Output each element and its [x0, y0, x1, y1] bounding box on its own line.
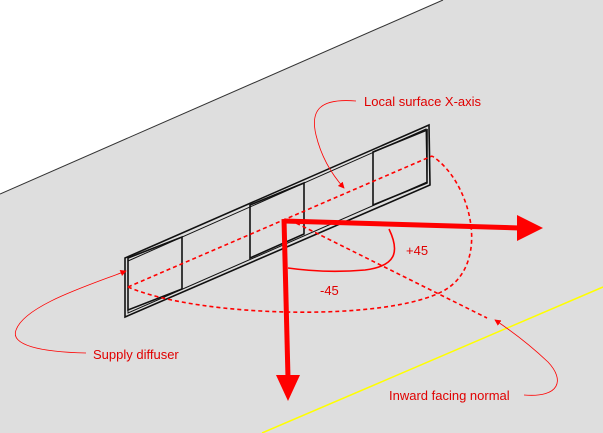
inward-normal-line [289, 219, 488, 319]
angle-arc [287, 228, 396, 273]
local-x-axis-line [127, 155, 433, 288]
x-axis-label: Local surface X-axis [364, 94, 482, 109]
supply-diffuser [124, 123, 431, 319]
floor-edge-line [261, 286, 603, 433]
plus-angle-label: +45 [406, 243, 429, 258]
diffuser-window-2 [249, 181, 305, 260]
diffuser-leader [14, 270, 127, 354]
diffuser-label: Supply diffuser [93, 347, 179, 362]
rotation-sweep-arc [127, 155, 473, 313]
down-direction-arrow [276, 218, 300, 401]
diffuser-window-1 [127, 235, 183, 312]
x-axis-leader [314, 100, 357, 189]
normal-leader [494, 319, 558, 396]
minus-angle-label: -45 [320, 283, 339, 298]
x-direction-arrow [283, 215, 543, 241]
diffuser-window-3 [372, 128, 428, 207]
normal-label: Inward facing normal [389, 388, 510, 403]
wall-edge-line [0, 0, 444, 195]
